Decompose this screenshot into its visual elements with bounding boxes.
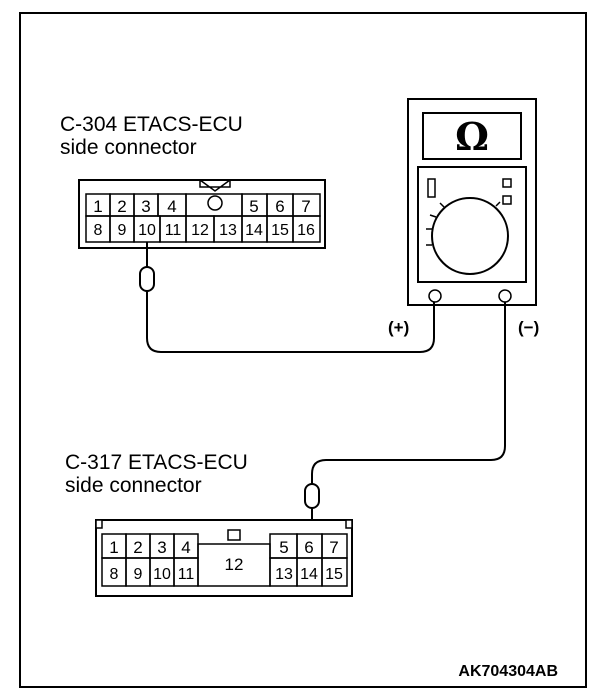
c304-pin-label: 3 [141,197,150,216]
c304-pin-label: 5 [249,197,258,216]
positive-test-lead [146,291,435,353]
positive-probe [139,242,155,292]
c304-subtitle: side connector [60,136,197,159]
c317-pin-label: 5 [279,538,288,557]
multimeter-switch [427,178,436,198]
c317-pin-label: 7 [329,538,338,557]
figure-frame [19,12,587,688]
c317-latch [95,519,103,529]
c317-pin-label: 3 [157,538,166,557]
c317-pin-label: 15 [325,566,343,583]
c317-pin-label: 6 [304,538,313,557]
figure-code: AK704304AB [458,663,558,680]
c304-pin-label: 16 [297,222,315,239]
c317-lock-tab [227,529,241,541]
multimeter-dial [431,197,509,275]
c304-pin-label: 12 [191,222,209,239]
c317-pin-label: 14 [300,566,318,583]
c317-pin-label: 11 [178,566,195,583]
ohm-symbol: Ω [455,114,489,159]
c304-pin-label: 6 [275,197,284,216]
c317-pin-label: 12 [225,555,244,574]
c304-title: C-304 ETACS-ECU [60,113,243,136]
c304-pin-label: 4 [167,197,176,216]
c317-connector: 1 2 3 4 8 9 10 11 12 5 6 7 13 14 15 [95,519,353,597]
c317-pin-label: 1 [109,538,118,557]
c304-pin-label: 11 [165,222,182,239]
c304-pin-label: 2 [117,197,126,216]
c317-title: C-317 ETACS-ECU [65,451,248,474]
positive-label: (+) [388,318,409,337]
c317-subtitle: side connector [65,474,202,497]
multimeter: Ω [407,98,537,306]
multimeter-button [502,178,512,188]
c304-lock-tab [199,179,231,192]
positive-jack [428,289,442,303]
c317-pin-label: 8 [110,566,119,583]
c304-pin-label: 14 [245,222,263,239]
negative-label: (−) [518,318,539,337]
c317-latch [345,519,353,529]
negative-test-lead [311,302,506,484]
c304-pin-label: 10 [138,222,156,239]
c304-connector: 1 2 3 4 5 6 7 8 9 10 11 12 13 14 15 16 [78,179,326,249]
c317-pin-label: 13 [275,566,293,583]
c304-pin-label: 7 [301,197,310,216]
multimeter-button [502,195,512,205]
c317-pin-label: 4 [181,538,190,557]
c317-pin-label: 2 [133,538,142,557]
c304-pin-label: 13 [219,222,237,239]
c317-pin-label: 10 [153,566,171,583]
c304-pin-label: 15 [271,222,289,239]
c304-pin-label: 1 [93,197,102,216]
c304-guide-hole [207,195,223,211]
c304-pin-label: 9 [118,222,127,239]
negative-jack [498,289,512,303]
c304-pin-label: 8 [94,222,103,239]
c317-pin-label: 9 [134,566,143,583]
multimeter-display [422,112,522,160]
